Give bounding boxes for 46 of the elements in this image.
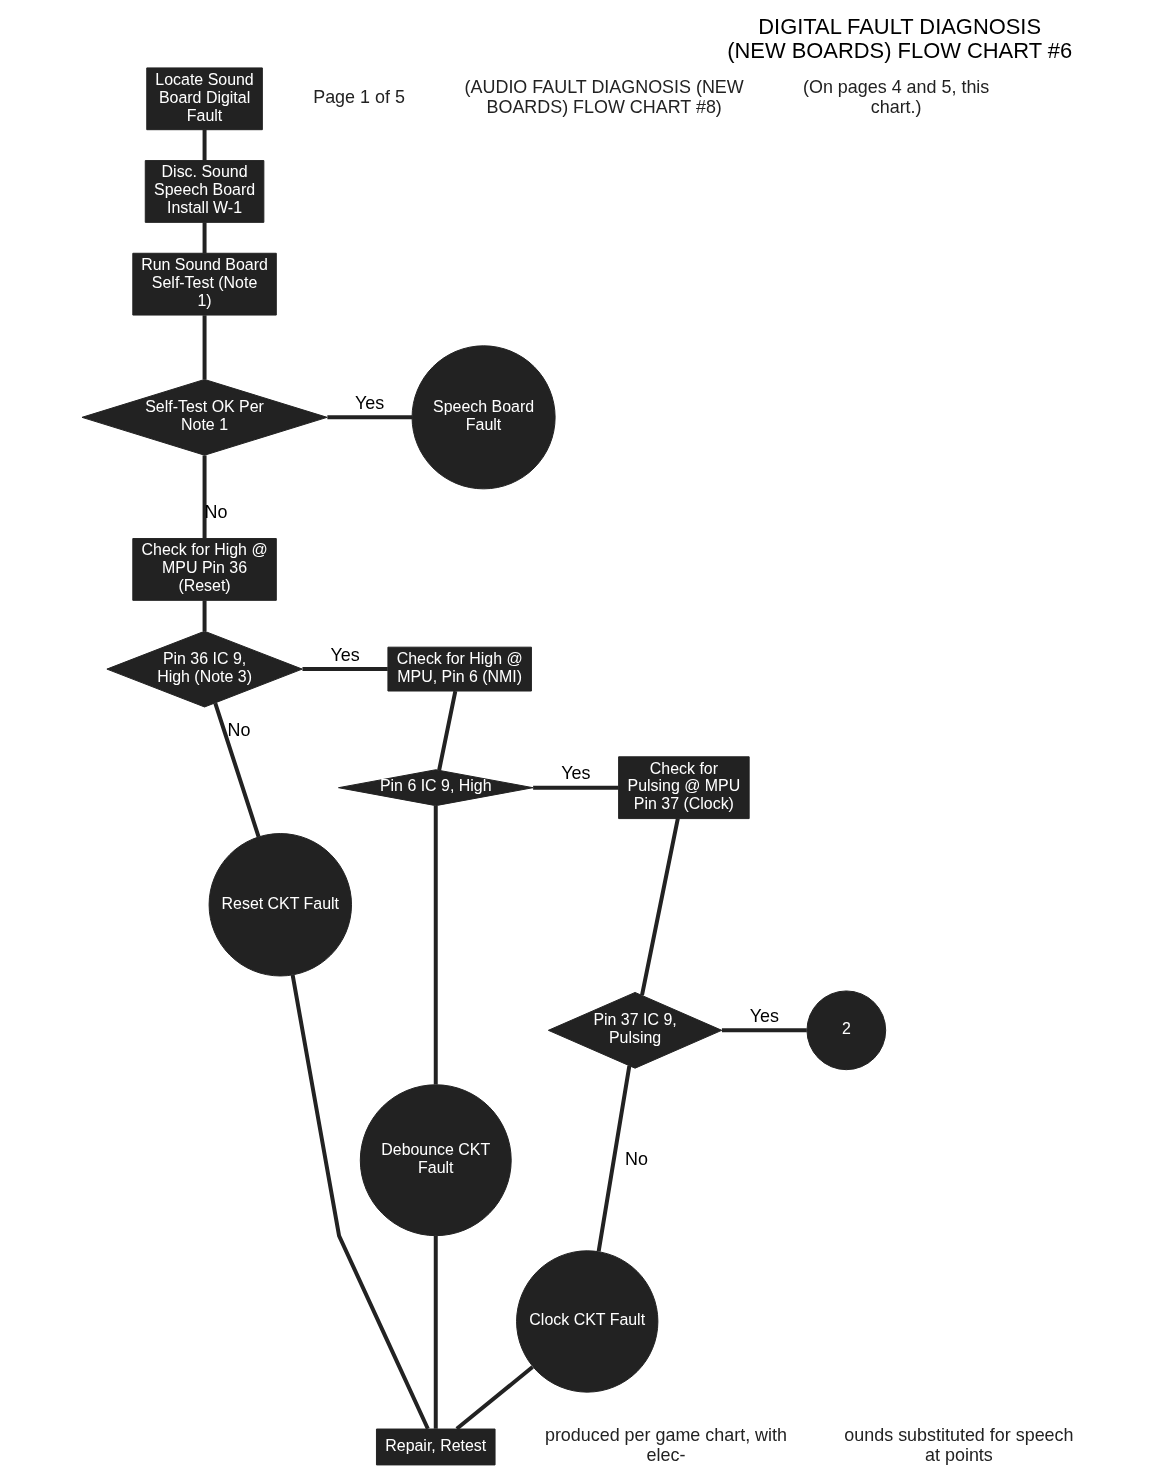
connector <box>202 315 207 380</box>
edge-label: Yes <box>749 1005 779 1026</box>
node-circle: 2 <box>805 990 886 1071</box>
connector <box>721 1028 807 1033</box>
connector <box>326 415 412 420</box>
connector <box>202 455 207 539</box>
node-box: Disc. Sound Speech Board Install W-1 <box>144 160 264 223</box>
connector <box>202 600 207 632</box>
edge-label: No <box>624 1148 648 1169</box>
node-box: Repair, Retest <box>375 1428 496 1466</box>
label: (AUDIO FAULT DIAGNOSIS (NEW BOARDS) FLOW CHART #8) <box>464 77 744 118</box>
node-diamond: Self-Test OK Per Note 1 <box>81 378 328 456</box>
label: ounds substituted for speech at points <box>843 1425 1074 1466</box>
label: (On pages 4 and 5, this chart.) <box>802 77 989 118</box>
node-box: Check for High @ MPU Pin 36 (Reset) <box>131 538 277 601</box>
node-circle: Speech Board Fault <box>411 345 556 490</box>
connector <box>212 702 260 838</box>
node-circle: Debounce CKT Fault <box>359 1084 512 1237</box>
edge-label: No <box>204 502 227 523</box>
edge-label: Yes <box>560 763 591 784</box>
connector <box>532 785 619 790</box>
node-diamond: Pin 6 IC 9, High <box>337 769 533 807</box>
node-box: Check for High @ MPU, Pin 6 (NMI) <box>386 646 532 692</box>
node-circle: Clock CKT Fault <box>515 1250 658 1393</box>
connector <box>433 1236 438 1429</box>
edge-label: Yes <box>354 392 384 413</box>
connector <box>433 806 438 1085</box>
label: produced per game chart, with elec- <box>544 1425 787 1466</box>
node-box: Locate Sound Board Digital Fault <box>145 67 263 131</box>
edge-label: No <box>226 720 250 741</box>
connector <box>455 1365 534 1431</box>
connector <box>639 818 680 996</box>
connector <box>202 129 207 161</box>
edge-label: Yes <box>329 644 360 665</box>
node-box: Run Sound Board Self-Test (Note 1) <box>131 252 277 316</box>
connector <box>301 667 388 672</box>
connector <box>202 222 207 254</box>
node-diamond: Pin 36 IC 9, High (Note 3) <box>105 630 303 708</box>
label: Page 1 of 5 <box>312 87 405 108</box>
diagram-title: DIGITAL FAULT DIAGNOSIS (NEW BOARDS) FLOW CHART #6 <box>726 13 1072 63</box>
node-box: Check for Pulsing @ MPU Pin 37 (Clock) <box>617 756 750 820</box>
connector <box>290 974 430 1430</box>
node-circle: Reset CKT Fault <box>208 833 352 977</box>
connector <box>596 1065 631 1252</box>
connector <box>436 690 457 771</box>
node-diamond: Pin 37 IC 9, Pulsing <box>547 991 722 1069</box>
